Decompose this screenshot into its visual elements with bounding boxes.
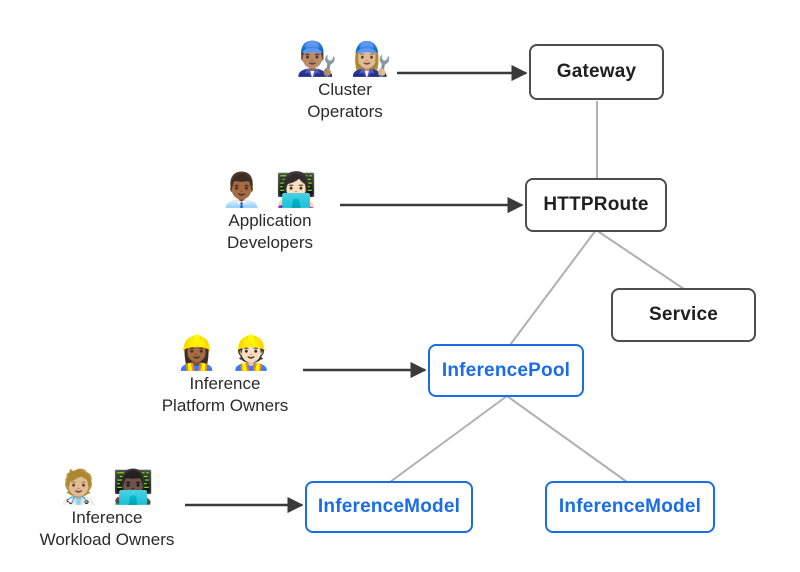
edge-inferencepool-inferencemodel-1 [389,395,508,483]
inference-platform-owners-label-line2: Platform Owners [161,396,289,416]
node-service-label: Service [648,304,718,325]
inference-platform-owners-label-line1: Inference [189,373,261,393]
node-inferencemodel-1-label: InferenceModel [317,496,461,517]
application-developers-label-line1: Application [228,210,312,230]
actor-cluster-operators: 👨🏽‍🔧 👩🏼‍🔧 Cluster Operators [260,39,430,123]
application-developers-emoji: 👨🏾‍💼 👩🏻‍💻 [221,171,319,208]
node-service[interactable]: Service [611,288,756,342]
application-developers-label-line2: Developers [227,233,313,253]
inference-workload-owners-emoji: 🧑🏼‍⚕️ 👨🏿‍💻 [58,468,156,505]
inference-platform-owners-emoji: 👷🏾‍♀️ 👷🏻 [176,334,274,371]
node-httproute-label: HTTPRoute [543,194,649,215]
actor-inference-workload-owners: 🧑🏼‍⚕️ 👨🏿‍💻 Inference Workload Owners [22,467,192,551]
node-inferencemodel-2[interactable]: InferenceModel [545,481,715,533]
edge-httproute-inferencepool [509,229,597,346]
cluster-operators-label-line2: Operators [307,102,383,122]
actor-inference-platform-owners: 👷🏾‍♀️ 👷🏻 Inference Platform Owners [140,333,310,417]
node-inferencepool[interactable]: InferencePool [428,344,584,397]
edge-inferencepool-inferencemodel-2 [506,395,628,483]
node-gateway[interactable]: Gateway [529,44,664,100]
cluster-operators-label-line1: Cluster [318,79,372,99]
cluster-operators-emoji: 👨🏽‍🔧 👩🏼‍🔧 [296,40,394,77]
node-inferencepool-label: InferencePool [441,359,571,381]
node-inferencemodel-2-label: InferenceModel [558,496,702,517]
node-inferencemodel-1[interactable]: InferenceModel [305,481,473,533]
inference-workload-owners-label-line2: Workload Owners [39,530,175,550]
inference-workload-owners-label-line1: Inference [71,507,143,527]
edge-httproute-service [595,229,685,290]
actor-application-developers: 👨🏾‍💼 👩🏻‍💻 Application Developers [185,170,355,254]
node-gateway-label: Gateway [556,61,637,82]
node-httproute[interactable]: HTTPRoute [525,178,667,232]
